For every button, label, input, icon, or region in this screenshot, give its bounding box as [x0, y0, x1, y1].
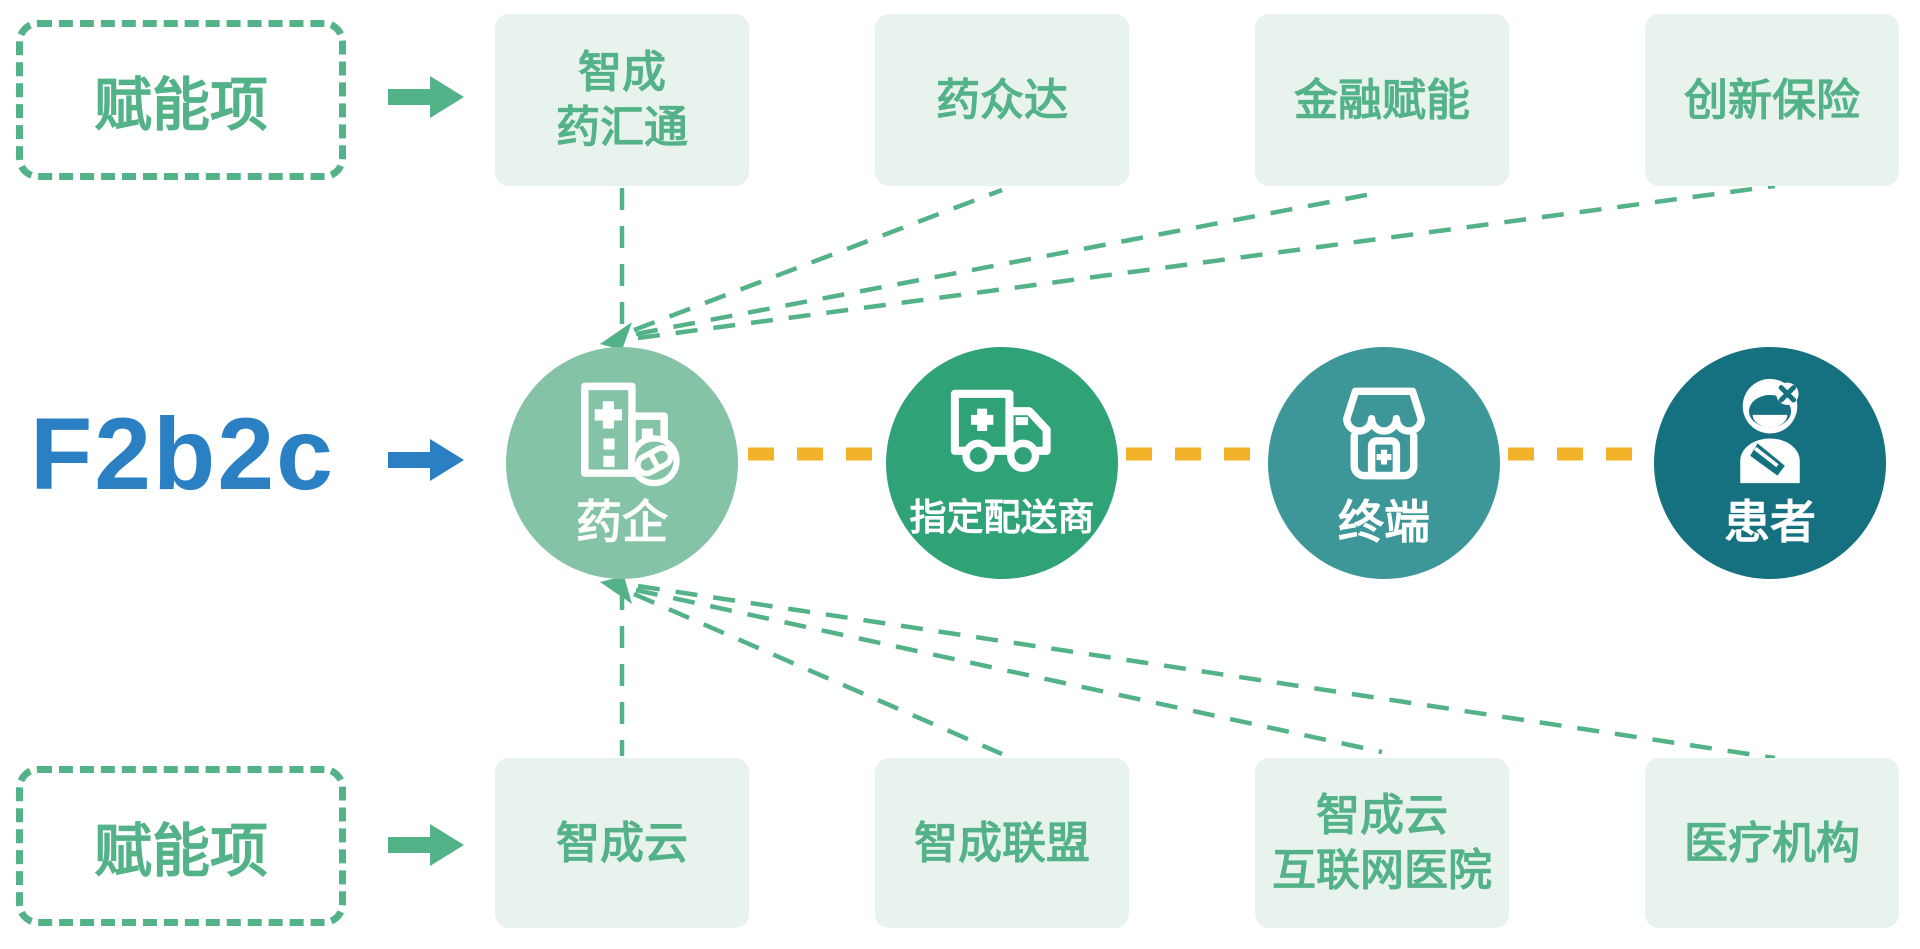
- link-bottom-box3: [635, 587, 1383, 755]
- patient-icon: [1740, 378, 1800, 484]
- chain-node-label: 终端: [1338, 496, 1430, 548]
- flow-title: F2b2c: [30, 397, 335, 511]
- pharma-company-icon: [581, 382, 680, 487]
- storefront-icon: [1343, 387, 1425, 480]
- chain-node-label: 药企: [576, 496, 668, 548]
- chain-node-label: 患者: [1724, 496, 1816, 548]
- top-item-label: 金融赋能: [1294, 75, 1470, 125]
- top-enabler-box: 赋能项: [16, 20, 346, 180]
- bottom-item-zhicheng-alliance: 智成联盟: [875, 758, 1129, 928]
- bottom-item-label: 智成联盟: [914, 818, 1090, 868]
- link-bottom-box2: [633, 591, 1003, 757]
- flow-arrow-icon: [388, 437, 464, 483]
- link-bottom-box4: [637, 583, 1776, 761]
- chain-node-patient: 患者: [1654, 347, 1886, 579]
- top-item-innovative-insurance: 创新保险: [1645, 14, 1899, 186]
- top-item-label: 创新保险: [1684, 75, 1860, 125]
- link-top-box3: [635, 189, 1383, 337]
- chain-node-label: 指定配送商: [909, 497, 1095, 538]
- top-item-zhicheng-yaohuitong: 智成 药汇通: [495, 14, 749, 186]
- bottom-item-label: 智成云: [556, 818, 688, 868]
- bottom-item-medical-institution: 医疗机构: [1645, 758, 1899, 928]
- top-item-label: 药众达: [936, 75, 1068, 125]
- arrowhead-top-icon: [600, 322, 632, 350]
- chain-node-terminal: 终端: [1268, 347, 1500, 579]
- bottom-item-internet-hospital: 智成云 互联网医院: [1255, 758, 1509, 928]
- bottom-enabler-arrow-icon: [388, 822, 464, 868]
- top-item-finance-enable: 金融赋能: [1255, 14, 1509, 186]
- top-enabler-label: 赋能项: [93, 73, 268, 138]
- top-item-label: 智成 药汇通: [556, 48, 688, 152]
- delivery-truck-icon: [950, 389, 1051, 472]
- chain-node-pharma: 药企: [506, 347, 738, 579]
- top-item-yaozhongda: 药众达: [875, 14, 1129, 186]
- bottom-item-label: 医疗机构: [1684, 818, 1860, 868]
- bottom-item-zhicheng-cloud: 智成云: [495, 758, 749, 928]
- link-top-box4: [637, 183, 1776, 341]
- link-top-box2: [633, 187, 1003, 333]
- chain-node-distributor: 指定配送商: [886, 347, 1118, 579]
- bottom-enabler-box: 赋能项: [16, 766, 346, 926]
- arrowhead-bottom-icon: [600, 576, 632, 604]
- top-enabler-arrow-icon: [388, 74, 464, 120]
- bottom-item-label: 智成云 互联网医院: [1272, 791, 1492, 895]
- bottom-enabler-label: 赋能项: [93, 819, 268, 884]
